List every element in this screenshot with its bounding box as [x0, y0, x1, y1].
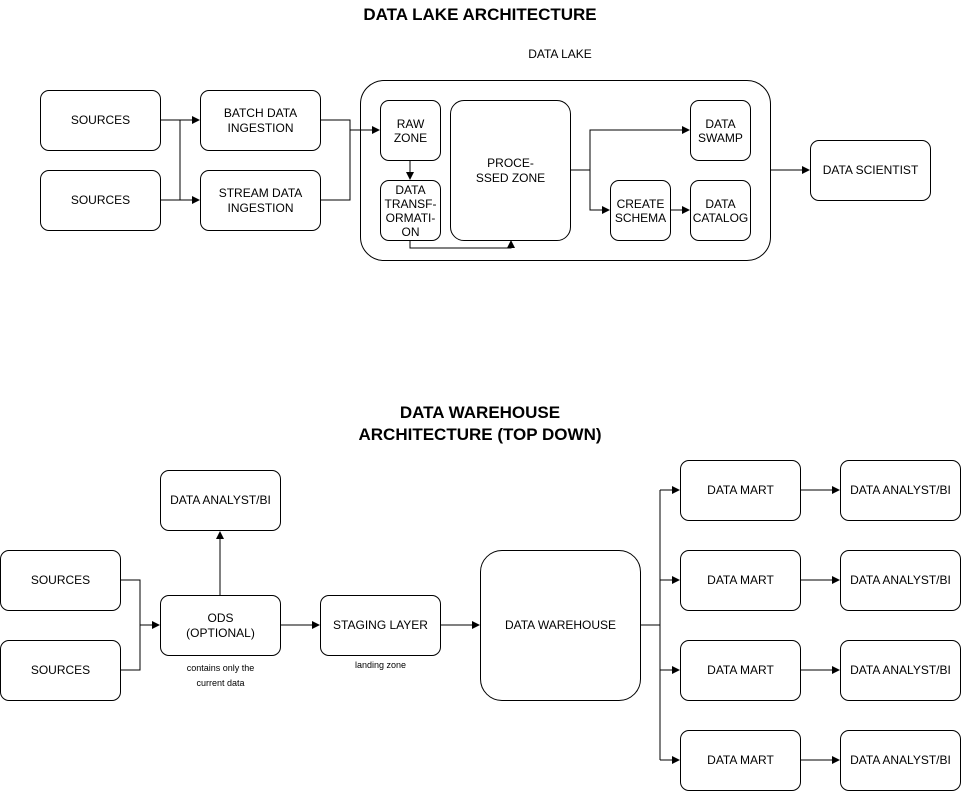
lake-title: DATA LAKE ARCHITECTURE — [363, 5, 597, 24]
arrow-wh-sources-to-ods — [121, 579, 159, 671]
analyst-top-box: DATA ANALYST/BI — [160, 470, 281, 531]
data-mart-3: DATA MART — [680, 640, 801, 701]
ods-box: ODS (OPTIONAL) — [160, 595, 281, 656]
warehouse-title-line1: DATA WAREHOUSE — [399, 403, 561, 422]
arrow-warehouse-trunk — [641, 490, 661, 760]
staging-layer-box: STAGING LAYER — [320, 595, 441, 656]
arrow-stream-to-raw — [321, 130, 351, 201]
analyst-box-2: DATA ANALYST/BI — [840, 550, 961, 611]
analyst-box-3: DATA ANALYST/BI — [840, 640, 961, 701]
batch-ingestion-box: BATCH DATA INGESTION — [200, 90, 321, 151]
lake-sources-2: SOURCES — [40, 170, 161, 231]
data-lake-label: DATA LAKE — [528, 47, 592, 61]
create-schema-box: CREATE SCHEMA — [610, 180, 671, 241]
arrow-batch-to-raw — [321, 119, 380, 134]
data-catalog-box: DATA CATALOG — [690, 180, 751, 241]
ods-note: contains only the current data — [186, 663, 255, 688]
lake-sources-1: SOURCES — [40, 90, 161, 151]
data-mart-2: DATA MART — [680, 550, 801, 611]
wh-sources-1: SOURCES — [0, 550, 121, 611]
stream-ingestion-box: STREAM DATA INGESTION — [200, 170, 321, 231]
warehouse-title: DATA WAREHOUSE ARCHITECTURE (TOP DOWN) — [300, 402, 660, 446]
data-transformation-box: DATA TRANSF- ORMATI- ON — [380, 180, 441, 241]
data-swamp-box: DATA SWAMP — [690, 100, 751, 161]
arrow-transform-to-processed — [409, 240, 515, 249]
staging-note: landing zone — [354, 660, 407, 670]
analyst-box-1: DATA ANALYST/BI — [840, 460, 961, 521]
data-warehouse-box: DATA WAREHOUSE — [480, 550, 641, 701]
raw-zone-box: RAW ZONE — [380, 100, 441, 161]
warehouse-title-line2: ARCHITECTURE (TOP DOWN) — [358, 425, 602, 444]
data-scientist-box: DATA SCIENTIST — [810, 140, 931, 201]
analyst-box-4: DATA ANALYST/BI — [840, 730, 961, 791]
arrow-processed-to-schema — [589, 170, 610, 214]
data-mart-1: DATA MART — [680, 460, 801, 521]
wh-sources-2: SOURCES — [0, 640, 121, 701]
arrow-sources-to-batch — [161, 120, 199, 200]
data-mart-4: DATA MART — [680, 730, 801, 791]
processed-zone-box: PROCE- SSED ZONE — [450, 100, 571, 241]
arrow-processed-to-swamp — [571, 126, 690, 171]
